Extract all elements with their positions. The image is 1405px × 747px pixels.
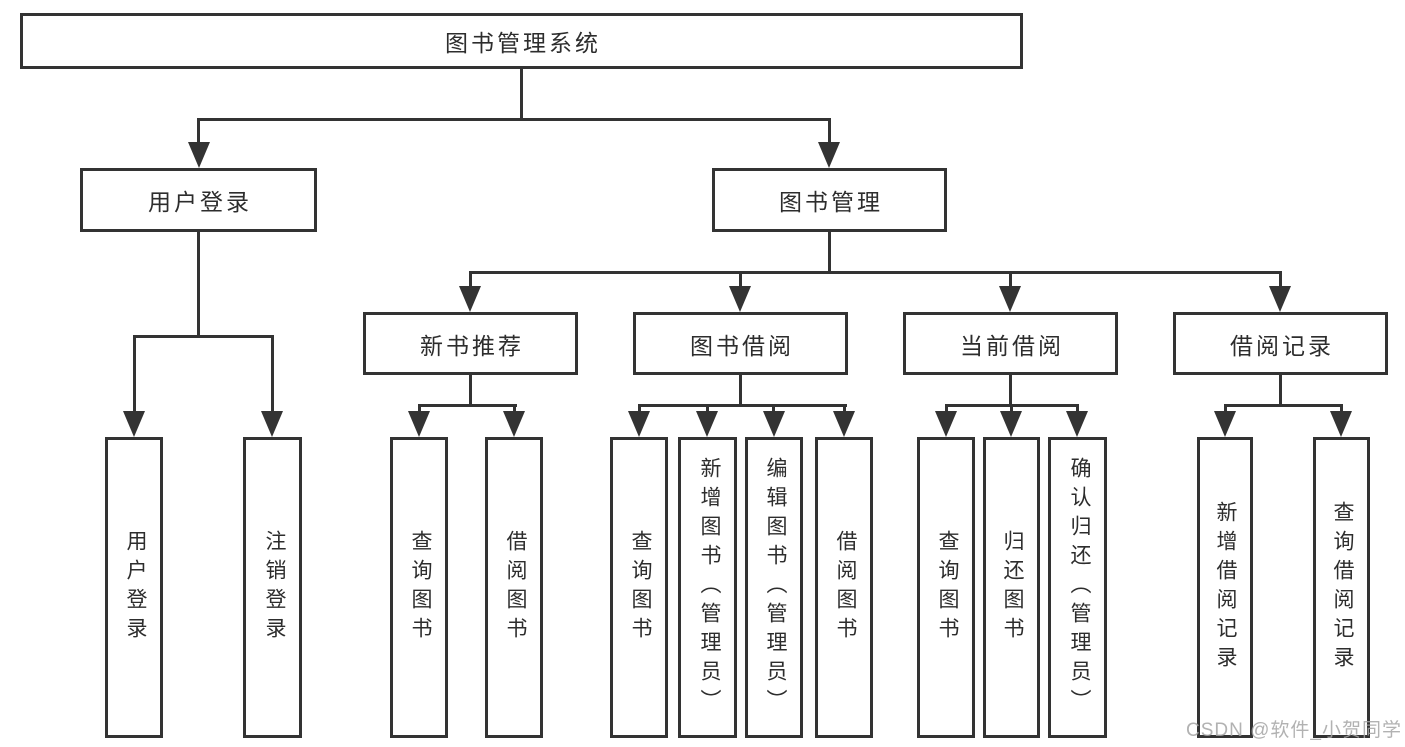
connector-rail bbox=[638, 404, 847, 407]
connector-stem bbox=[828, 120, 831, 146]
leaf-add-borrow-record: 新增借阅记录 bbox=[1197, 437, 1253, 738]
connector-stem bbox=[739, 273, 742, 288]
arrow-down-icon bbox=[459, 286, 481, 312]
connector-stem bbox=[418, 406, 421, 413]
node-new-book-recommend: 新书推荐 bbox=[363, 312, 578, 375]
arrow-down-icon bbox=[1269, 286, 1291, 312]
connector-stem bbox=[469, 375, 472, 407]
arrow-down-icon bbox=[833, 411, 855, 437]
connector-rail bbox=[469, 271, 1282, 274]
node-book-management: 图书管理 bbox=[712, 168, 947, 232]
connector-rail bbox=[133, 335, 274, 338]
connector-stem bbox=[271, 337, 274, 413]
arrow-down-icon bbox=[999, 286, 1021, 312]
leaf-edit-book-admin: 编辑图书（管理员） bbox=[745, 437, 803, 738]
arrow-down-icon bbox=[188, 142, 210, 168]
connector-stem bbox=[469, 273, 472, 288]
node-current-borrow: 当前借阅 bbox=[903, 312, 1118, 375]
leaf-query-books-current: 查询图书 bbox=[917, 437, 975, 738]
connector-stem bbox=[739, 375, 742, 407]
arrow-down-icon bbox=[935, 411, 957, 437]
connector-stem bbox=[638, 406, 641, 413]
connector-stem bbox=[133, 337, 136, 413]
arrow-down-icon bbox=[818, 142, 840, 168]
arrow-down-icon bbox=[408, 411, 430, 437]
connector-stem bbox=[843, 406, 846, 413]
connector-stem bbox=[1076, 406, 1079, 413]
arrow-down-icon bbox=[1214, 411, 1236, 437]
arrow-down-icon bbox=[763, 411, 785, 437]
leaf-borrow-books: 借阅图书 bbox=[815, 437, 873, 738]
arrow-down-icon bbox=[123, 411, 145, 437]
arrow-down-icon bbox=[696, 411, 718, 437]
leaf-query-books-borrow: 查询图书 bbox=[610, 437, 668, 738]
connector-stem bbox=[706, 406, 709, 413]
connector-stem bbox=[1009, 375, 1012, 407]
connector-stem bbox=[772, 406, 775, 413]
node-book-borrow: 图书借阅 bbox=[633, 312, 848, 375]
leaf-return-book: 归还图书 bbox=[983, 437, 1040, 738]
watermark: CSDN @软件_小贺同学 bbox=[1186, 720, 1402, 741]
node-borrow-records: 借阅记录 bbox=[1173, 312, 1388, 375]
node-user-login: 用户登录 bbox=[80, 168, 317, 232]
connector-stem bbox=[197, 120, 200, 146]
arrow-down-icon bbox=[628, 411, 650, 437]
arrow-down-icon bbox=[503, 411, 525, 437]
connector-stem bbox=[1279, 375, 1282, 407]
connector-rail bbox=[197, 118, 831, 121]
leaf-logout: 注销登录 bbox=[243, 437, 302, 738]
leaf-confirm-return-admin: 确认归还（管理员） bbox=[1048, 437, 1107, 738]
connector-stem bbox=[1224, 406, 1227, 413]
leaf-user-login: 用户登录 bbox=[105, 437, 163, 738]
connector-stem bbox=[520, 69, 523, 121]
leaf-add-book-admin: 新增图书（管理员） bbox=[678, 437, 737, 738]
connector-stem bbox=[1340, 406, 1343, 413]
leaf-query-borrow-record: 查询借阅记录 bbox=[1313, 437, 1370, 738]
arrow-down-icon bbox=[1000, 411, 1022, 437]
connector-stem bbox=[828, 232, 831, 274]
arrow-down-icon bbox=[1066, 411, 1088, 437]
connector-rail bbox=[418, 404, 517, 407]
arrow-down-icon bbox=[729, 286, 751, 312]
connector-stem bbox=[197, 232, 200, 335]
arrow-down-icon bbox=[261, 411, 283, 437]
connector-stem bbox=[513, 406, 516, 413]
connector-rail bbox=[945, 404, 1079, 407]
connector-stem bbox=[1279, 273, 1282, 288]
leaf-borrow-books-recommend: 借阅图书 bbox=[485, 437, 543, 738]
node-library-system: 图书管理系统 bbox=[20, 13, 1023, 69]
connector-stem bbox=[945, 406, 948, 413]
leaf-query-books-recommend: 查询图书 bbox=[390, 437, 448, 738]
connector-stem bbox=[1009, 273, 1012, 288]
connector-rail bbox=[1224, 404, 1343, 407]
arrow-down-icon bbox=[1330, 411, 1352, 437]
connector-stem bbox=[1010, 406, 1013, 413]
